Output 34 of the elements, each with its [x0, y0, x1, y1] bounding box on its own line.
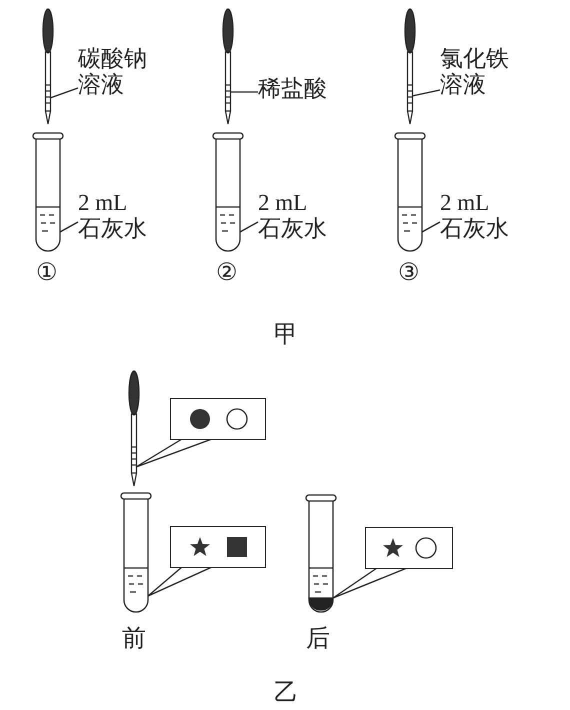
- leader-line: [230, 91, 258, 93]
- solution-label: 碳酸钠溶液: [78, 46, 158, 102]
- solution-label: 稀盐酸: [258, 76, 358, 106]
- test-tube-drawing: [32, 132, 64, 252]
- test-tube-drawing: [120, 492, 152, 613]
- panel-label: 乙: [274, 677, 298, 708]
- leader-line: [412, 89, 440, 97]
- leader-line: [422, 221, 440, 233]
- dropper-drawing: [128, 370, 140, 487]
- test-tube-drawing: [212, 132, 244, 252]
- solution-label: 2 mL 石灰水: [440, 190, 530, 248]
- particle-callout: [365, 527, 453, 569]
- dropper-drawing: [42, 8, 54, 125]
- dropper-drawing: [404, 8, 416, 125]
- leader-line: [147, 566, 213, 597]
- particle-callout: [170, 398, 266, 440]
- leader-line: [332, 567, 408, 599]
- dropper-drawing: [222, 8, 234, 125]
- tube-caption: 后: [306, 623, 330, 654]
- particle-callout: [170, 526, 266, 568]
- tube-caption: 前: [122, 623, 146, 654]
- solution-label: 2 mL 石灰水: [258, 190, 348, 248]
- tube-caption: ②: [216, 258, 238, 286]
- solution-label: 2 mL 石灰水: [78, 190, 168, 248]
- leader-line: [60, 221, 78, 233]
- tube-caption: ③: [398, 258, 420, 286]
- leader-line: [240, 221, 258, 233]
- test-tube-drawing: [394, 132, 426, 252]
- tube-caption: ①: [36, 258, 58, 286]
- test-tube-drawing: [305, 494, 337, 613]
- leader-line: [50, 87, 78, 99]
- solution-label: 氯化铁溶液: [440, 46, 520, 102]
- panel-label: 甲: [274, 319, 298, 350]
- leader-line: [135, 438, 213, 468]
